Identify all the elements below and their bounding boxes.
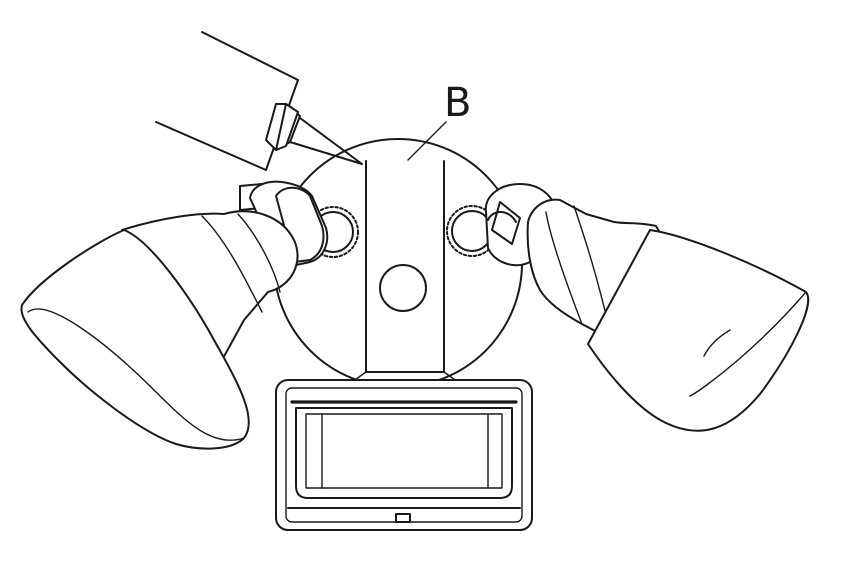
right-lamp-head bbox=[484, 183, 810, 432]
callout-b: B bbox=[407, 80, 471, 161]
motion-sensor bbox=[275, 379, 533, 531]
mounting-screw-hole bbox=[379, 264, 427, 312]
sensor-indicator-led bbox=[395, 513, 411, 523]
tool-nozzle bbox=[155, 31, 363, 171]
mounting-plate bbox=[273, 138, 523, 388]
right-adjust-knob bbox=[446, 205, 498, 257]
left-lamp-head bbox=[20, 180, 329, 450]
callout-label: B bbox=[444, 80, 471, 126]
